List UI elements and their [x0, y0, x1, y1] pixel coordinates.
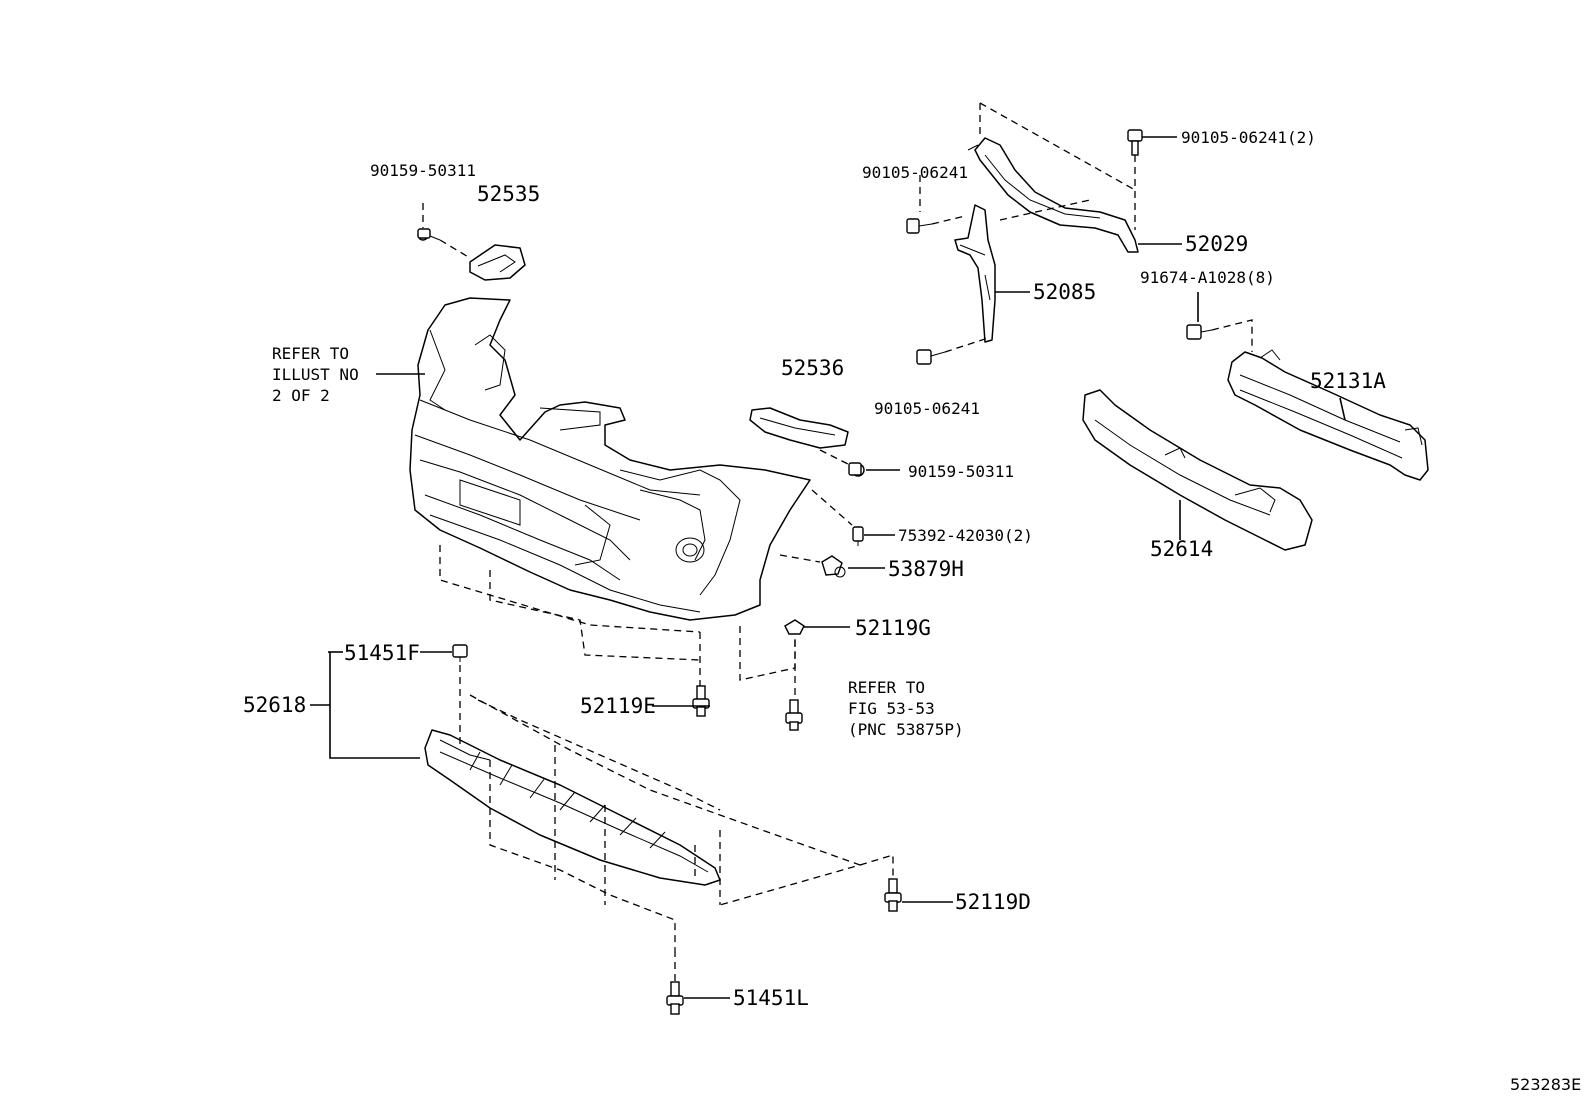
label-52131a: 52131A: [1310, 369, 1386, 393]
bumper-reinforcement-52131a: [1227, 349, 1429, 481]
bracket-52536: [749, 407, 849, 449]
label-52085: 52085: [1033, 280, 1096, 304]
screw-52119e: [692, 685, 710, 717]
bracket-52535: [469, 244, 526, 281]
label-52119e: 52119E: [580, 694, 656, 718]
label-52614: 52614: [1150, 537, 1213, 561]
refer-illust-line2: ILLUST NO: [272, 365, 359, 384]
bolt-90105-left: [906, 218, 933, 234]
label-52029: 52029: [1185, 232, 1248, 256]
label-90159-50311-mid: 90159-50311: [908, 462, 1014, 481]
label-52119g: 52119G: [855, 616, 931, 640]
bolt-91674: [1186, 324, 1213, 340]
refer-illust-line1: REFER TO: [272, 344, 349, 363]
lower-engine-under-cover-52618: [424, 729, 721, 886]
bolt-90105-bottom: [916, 349, 946, 365]
label-52618: 52618: [243, 693, 306, 717]
bumper-bracket-52029: [967, 137, 1139, 253]
drawing-number: 523283E: [1510, 1075, 1581, 1094]
refer-illust-line3: 2 OF 2: [272, 386, 330, 405]
label-91674-a1028: 91674-A1028(8): [1140, 268, 1275, 287]
label-52536: 52536: [781, 356, 844, 380]
clip-53879h: [821, 555, 846, 578]
bumper-energy-absorber-52614: [1082, 389, 1313, 551]
clip-51451f: [452, 644, 468, 662]
bolt-90159-top: [417, 228, 441, 241]
label-51451f: 51451F: [344, 641, 420, 665]
bolt-90105-top-right: [1127, 129, 1143, 156]
bracket-52085: [954, 204, 996, 343]
label-51451l: 51451L: [733, 986, 809, 1010]
refer-fig-line2: FIG 53-53: [848, 699, 935, 718]
screw-52119d: [884, 878, 902, 912]
screw-53875p: [785, 699, 803, 731]
front-bumper-cover: [409, 297, 811, 621]
label-52119d: 52119D: [955, 890, 1031, 914]
label-90105-06241-a: 90105-06241: [862, 163, 968, 182]
clip-52119g: [784, 619, 805, 635]
label-90159-50311-top: 90159-50311: [370, 161, 476, 180]
screw-51451l: [666, 981, 684, 1015]
refer-fig-line3: (PNC 53875P): [848, 720, 964, 739]
label-90105-06241-2: 90105-06241(2): [1181, 128, 1316, 147]
label-75392-42030: 75392-42030(2): [898, 526, 1033, 545]
bolt-90159-mid: [848, 462, 865, 477]
refer-fig-line1: REFER TO: [848, 678, 925, 697]
clip-75392: [852, 526, 864, 546]
label-53879h: 53879H: [888, 557, 964, 581]
label-90105-06241-c: 90105-06241: [874, 399, 980, 418]
label-52535: 52535: [477, 182, 540, 206]
